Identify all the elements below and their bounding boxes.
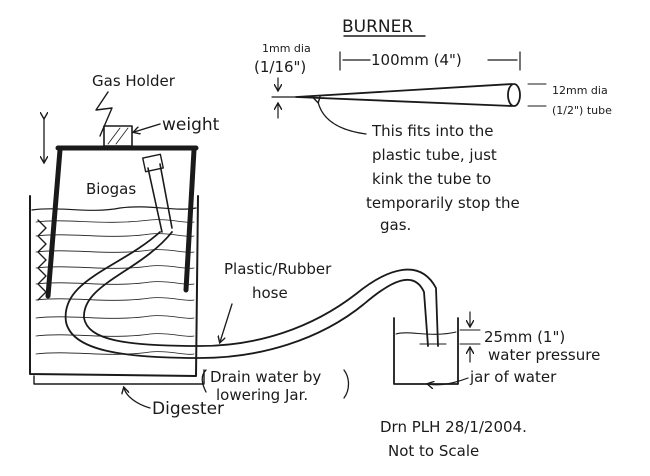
drain-paren-left — [201, 369, 207, 393]
digester-drain-pipe — [33, 369, 205, 385]
drain-note-line2: lowering Jar. — [216, 386, 308, 404]
gas-holder-label: Gas Holder — [92, 72, 176, 90]
digester-label: Digester — [152, 399, 224, 419]
credit-scale-note: Not to Scale — [388, 442, 479, 460]
hose-inner-line — [83, 231, 439, 347]
burner-note-line-4: temporarily stop the — [366, 194, 520, 212]
biogas-label: Biogas — [86, 180, 136, 198]
gas-outlet-cap — [142, 153, 164, 173]
gas-holder-pointer — [95, 91, 113, 137]
weight-block — [103, 125, 133, 147]
burner-tube-diameter: 12mm dia — [552, 84, 608, 97]
burner-note-line-3: kink the tube to — [372, 170, 491, 188]
digester-water-hatch — [35, 219, 195, 355]
hose-label-line2: hose — [252, 284, 288, 302]
burner-tip-diameter-inch: (1/16") — [254, 58, 306, 76]
gas-holder: Biogas — [45, 125, 199, 299]
burner-note-line-2: plastic tube, just — [372, 146, 497, 164]
drain-paren-right — [343, 369, 350, 399]
burner-tube-end — [507, 83, 521, 107]
digester-coil — [37, 219, 47, 301]
burner-tip-diameter: 1mm dia — [262, 42, 311, 55]
burner-tube-diameter-inch: (1/2") tube — [552, 104, 612, 117]
gas-outlet-pipe — [147, 163, 173, 233]
burner-length: 100mm (4") — [371, 51, 462, 69]
weight-hatch — [107, 127, 129, 145]
digester-tank — [29, 195, 199, 377]
weight-label: weight — [162, 115, 220, 135]
jar-water-surface — [395, 331, 457, 335]
burner-title: BURNER — [342, 17, 413, 37]
gas-holder-left-wall — [45, 147, 63, 299]
burner-note-line-5: gas. — [380, 216, 411, 234]
jar-depth: 25mm (1") — [484, 328, 565, 346]
burner-note-line-1: This fits into the — [371, 122, 493, 140]
hose — [64, 231, 439, 359]
burner-section: BURNER 1mm dia (1/16") 100mm (4") 12mm d… — [254, 17, 612, 234]
burner-note: This fits into the plastic tube, just ki… — [366, 122, 520, 234]
burner-note-pointer — [318, 102, 367, 135]
jar-pressure-label: water pressure — [488, 346, 600, 364]
hose-pointer — [220, 303, 233, 342]
jar-label: jar of water — [469, 368, 557, 386]
hose-outer-line — [64, 231, 429, 359]
hose-label-line1: Plastic/Rubber — [224, 260, 332, 278]
jar-pointer — [428, 377, 469, 385]
gas-holder-right-wall — [183, 147, 197, 293]
drain-note-line1: Drain water by — [210, 368, 321, 386]
digester-pointer — [124, 388, 151, 409]
weight-pointer — [134, 123, 161, 132]
digester — [29, 195, 205, 385]
credit-drawn-by: Drn PLH 28/1/2004. — [380, 418, 527, 436]
burner-tube — [295, 83, 513, 107]
